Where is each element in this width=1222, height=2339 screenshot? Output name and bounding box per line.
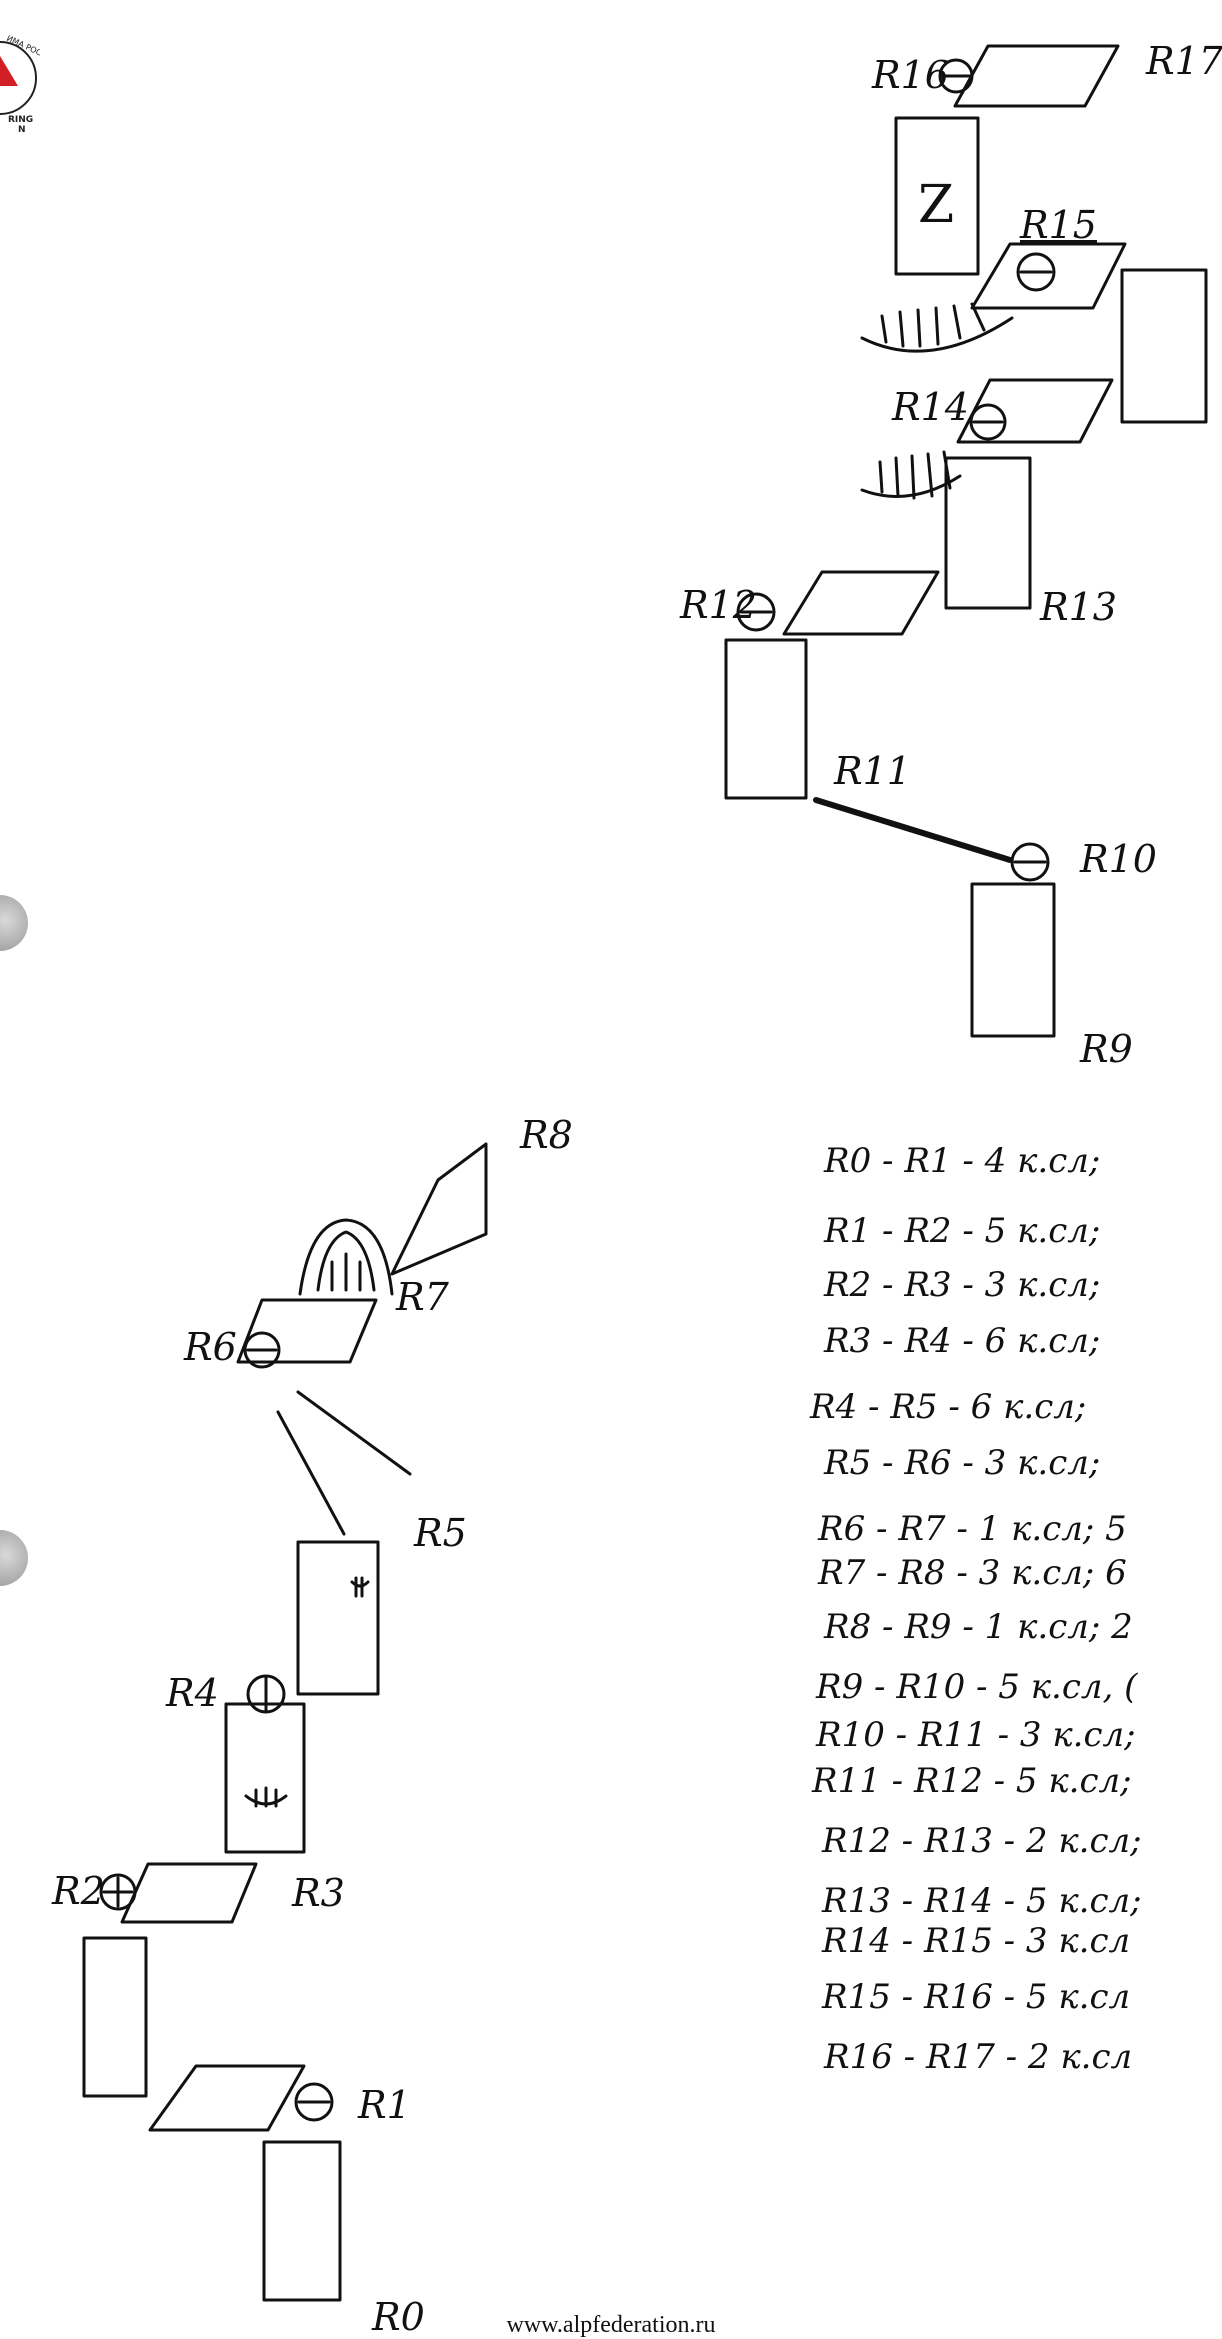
federation-logo: ИМА РОССИИ RING N bbox=[0, 34, 40, 135]
ledge-r12 bbox=[782, 570, 940, 636]
label-z: Z bbox=[918, 175, 954, 235]
label-r7: R7 bbox=[395, 1275, 450, 1319]
label-r16: R16 bbox=[871, 53, 949, 97]
legend-line: R8 - R9 - 1 к.сл; 2 bbox=[823, 1607, 1133, 1647]
legend-line: R9 - R10 - 5 к.сл, ( bbox=[815, 1667, 1138, 1707]
legend-line: R0 - R1 - 4 к.сл; bbox=[823, 1141, 1100, 1181]
label-r3: R3 bbox=[291, 1871, 345, 1915]
belay-station-r10 bbox=[1010, 842, 1050, 882]
label-r10: R10 bbox=[1079, 837, 1157, 881]
rock-block-r5 bbox=[296, 1540, 380, 1696]
traverse-rope-r11 bbox=[813, 797, 1013, 863]
overhang-r7 bbox=[298, 1218, 394, 1296]
belay-station-r4 bbox=[246, 1674, 286, 1714]
belay-station-r12 bbox=[736, 592, 776, 632]
belay-station-r6 bbox=[243, 1331, 281, 1369]
belay-station-r14 bbox=[969, 403, 1007, 441]
rock-block-r2 bbox=[82, 1936, 148, 2098]
label-r1: R1 bbox=[357, 2083, 411, 2127]
ledge-r6 bbox=[236, 1298, 378, 1364]
belay-station-r2 bbox=[99, 1873, 137, 1911]
label-r5: R5 bbox=[413, 1511, 467, 1555]
label-r6: R6 bbox=[183, 1325, 237, 1369]
label-r17: R17 bbox=[1145, 39, 1222, 83]
label-r8: R8 bbox=[519, 1113, 573, 1157]
pitch-legend: R0 - R1 - 4 к.сл; R1 - R2 - 5 к.сл; R2 -… bbox=[809, 1141, 1142, 2077]
label-r4: R4 bbox=[165, 1671, 219, 1715]
legend-line: R3 - R4 - 6 к.сл; bbox=[823, 1321, 1100, 1361]
label-r13: R13 bbox=[1039, 585, 1117, 629]
legend-line: R1 - R2 - 5 к.сл; bbox=[823, 1211, 1100, 1251]
rock-block-r3 bbox=[224, 1702, 306, 1854]
overhang-1 bbox=[860, 316, 1014, 353]
belay-station-r1 bbox=[294, 2082, 334, 2122]
legend-line: R4 - R5 - 6 к.сл; bbox=[809, 1387, 1086, 1427]
label-r2: R2 bbox=[51, 1869, 105, 1913]
ledge-r8 bbox=[390, 1142, 488, 1276]
legend-line: R6 - R7 - 1 к.сл; 5 bbox=[817, 1509, 1127, 1549]
rock-block-right bbox=[1120, 268, 1208, 424]
ledge-r1 bbox=[148, 2064, 306, 2132]
footer-url: www.alpfederation.ru bbox=[506, 2312, 716, 2338]
ledge-r2 bbox=[120, 1862, 258, 1924]
route-line-r5b bbox=[276, 1410, 346, 1536]
label-r11: R11 bbox=[833, 749, 911, 793]
ledge-r14 bbox=[956, 378, 1114, 444]
logo-line-1: RING bbox=[8, 115, 33, 125]
label-r12: R12 bbox=[679, 583, 757, 627]
label-r15: R15 bbox=[1019, 203, 1097, 247]
legend-line: R15 - R16 - 5 к.сл bbox=[821, 1977, 1130, 2017]
legend-line: R12 - R13 - 2 к.сл; bbox=[821, 1821, 1142, 1861]
belay-station-r15 bbox=[1016, 252, 1056, 292]
legend-line: R16 - R17 - 2 к.сл bbox=[823, 2037, 1132, 2077]
legend-line: R2 - R3 - 3 к.сл; bbox=[823, 1265, 1100, 1305]
logo-line-2: N bbox=[18, 125, 26, 135]
legend-line: R5 - R6 - 3 к.сл; bbox=[823, 1443, 1100, 1483]
rock-block-r9 bbox=[970, 882, 1056, 1038]
rock-block-r13 bbox=[944, 456, 1032, 610]
ledge-r15 bbox=[970, 242, 1127, 310]
rock-block-z bbox=[894, 116, 980, 276]
label-r9: R9 bbox=[1079, 1027, 1133, 1071]
rock-block-r12 bbox=[724, 638, 808, 800]
legend-line: R10 - R11 - 3 к.сл; bbox=[815, 1715, 1136, 1755]
legend-line: R14 - R15 - 3 к.сл bbox=[821, 1921, 1130, 1961]
rock-block-r0 bbox=[262, 2140, 342, 2302]
ledge-r16 bbox=[953, 44, 1120, 108]
legend-line: R7 - R8 - 3 к.сл; 6 bbox=[817, 1553, 1127, 1593]
label-r0: R0 bbox=[371, 2295, 425, 2333]
legend-line: R13 - R14 - 5 к.сл; bbox=[821, 1881, 1142, 1921]
legend-line: R11 - R12 - 5 к.сл; bbox=[811, 1761, 1132, 1801]
route-line-r5a bbox=[296, 1390, 412, 1476]
label-r14: R14 bbox=[891, 385, 969, 429]
